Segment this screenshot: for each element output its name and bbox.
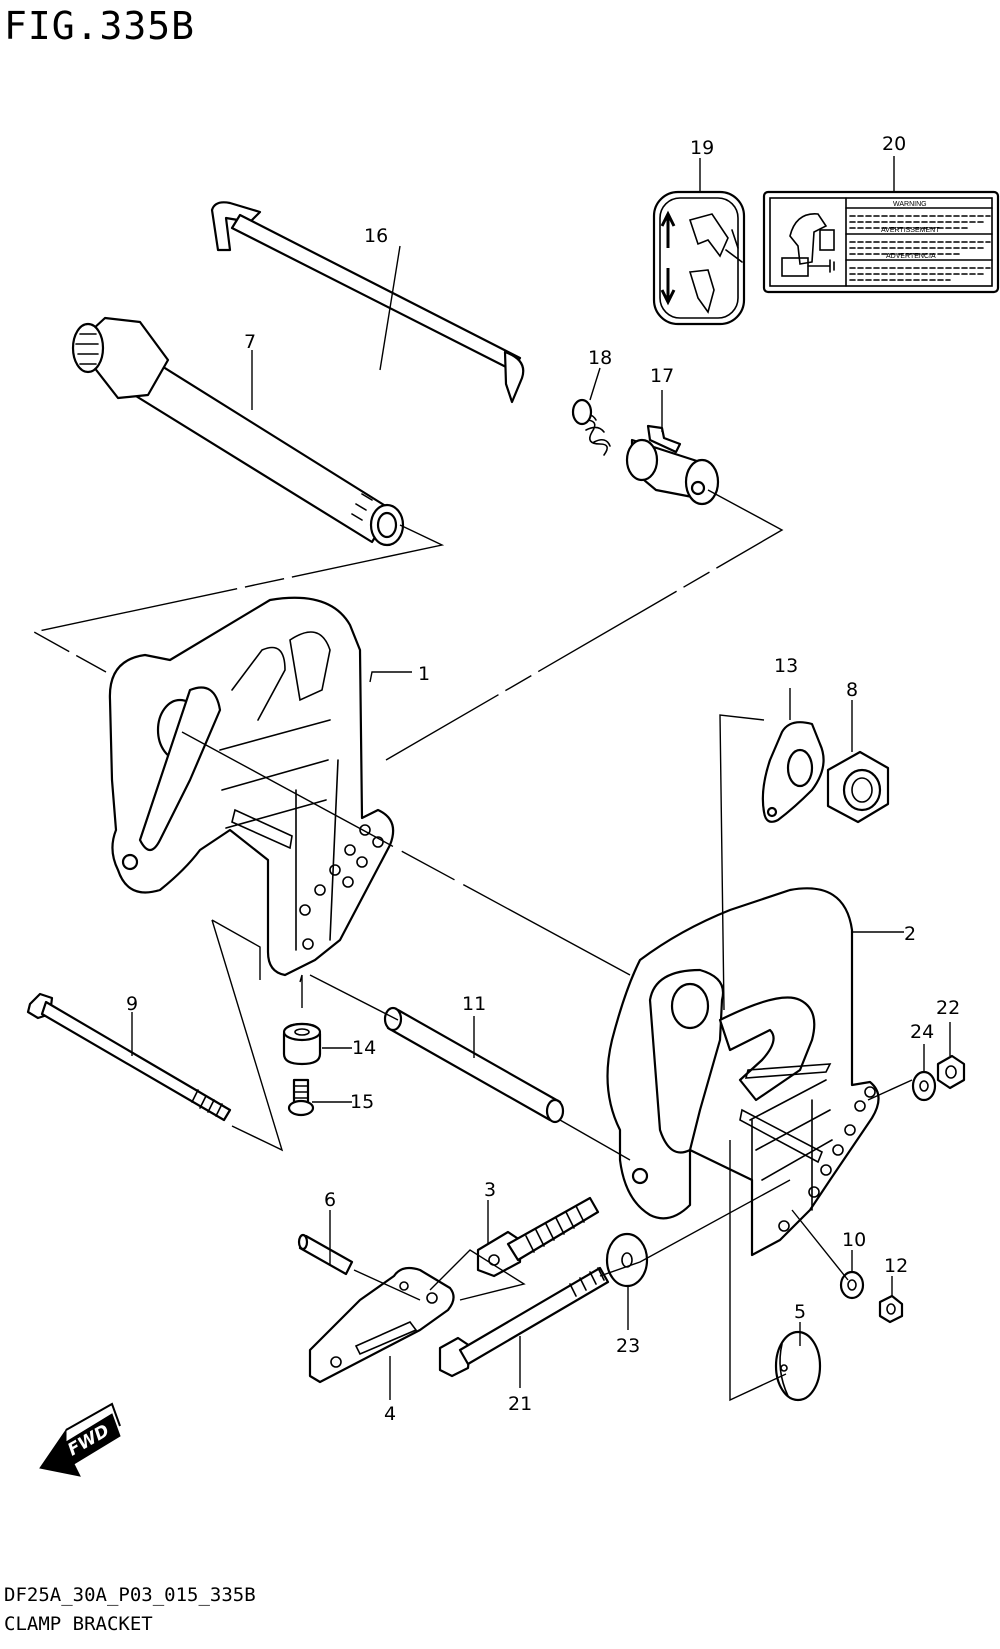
callout-24: 24 <box>910 1021 934 1043</box>
part-5-cap <box>774 1330 822 1402</box>
callout-2: 2 <box>904 923 916 945</box>
part-18-spring <box>571 398 611 456</box>
callout-11: 11 <box>462 993 486 1015</box>
part-7-tilt-tube <box>71 316 405 547</box>
part-3-adjust-rod <box>476 1196 600 1278</box>
callout-numbers: 19 20 16 7 18 17 1 13 8 2 9 11 22 24 14 … <box>126 133 960 1425</box>
part-19-tilt-lock-label <box>652 190 746 326</box>
callout-19: 19 <box>690 137 714 159</box>
callout-17: 17 <box>650 365 674 387</box>
callout-12: 12 <box>884 1255 908 1277</box>
assembly-lines <box>32 489 913 1402</box>
part-24-washer <box>911 1070 937 1102</box>
callout-15: 15 <box>350 1091 374 1113</box>
callout-1: 1 <box>418 663 430 685</box>
callout-22: 22 <box>936 997 960 1019</box>
callout-20: 20 <box>882 133 906 155</box>
part-15-screw <box>287 1078 315 1117</box>
callout-16: 16 <box>364 225 388 247</box>
drawing-name: CLAMP BRACKET <box>4 1613 153 1635</box>
part-8-lock-nut <box>826 750 890 824</box>
part-1-clamp-bracket-left <box>108 596 395 977</box>
part-21-bolt <box>438 1266 610 1378</box>
callout-21: 21 <box>508 1393 532 1415</box>
callout-13: 13 <box>774 655 798 677</box>
part-9-long-bolt <box>26 992 232 1122</box>
callout-leaders <box>131 156 951 1400</box>
part-4-lever <box>308 1266 455 1384</box>
callout-3: 3 <box>484 1179 496 1201</box>
callout-10: 10 <box>842 1229 866 1251</box>
part-14-bushing <box>282 1022 322 1066</box>
part-13-gasket <box>761 721 825 823</box>
callout-9: 9 <box>126 993 138 1015</box>
callout-23: 23 <box>616 1335 640 1357</box>
figure-title: FIG.335B <box>4 4 196 48</box>
label-20-advertencia-text: ADVERTENCIA <box>886 253 936 260</box>
fwd-arrow-icon: FWD <box>39 1402 121 1477</box>
callout-4: 4 <box>384 1403 396 1425</box>
part-17-lock-sleeve <box>625 424 720 506</box>
part-12-nut <box>878 1294 904 1324</box>
callout-5: 5 <box>794 1301 806 1323</box>
part-20-warning-label: WARNING AVERTISSEMENT ADVERTENCIA <box>762 190 1000 294</box>
part-11-shaft <box>383 1006 565 1124</box>
label-20-avertissement-text: AVERTISSEMENT <box>881 227 940 234</box>
part-16-pin-rod <box>210 201 525 404</box>
part-23-washer <box>605 1232 649 1288</box>
callout-6: 6 <box>324 1189 336 1211</box>
callout-8: 8 <box>846 679 858 701</box>
part-22-nut <box>936 1054 966 1090</box>
drawing-code: DF25A_30A_P03_015_335B <box>4 1584 256 1606</box>
callout-7: 7 <box>244 331 256 353</box>
part-6-pin <box>297 1233 354 1276</box>
label-20-warning-text: WARNING <box>893 201 927 208</box>
part-2-clamp-bracket-right <box>606 887 880 1257</box>
callout-14: 14 <box>352 1037 376 1059</box>
callout-18: 18 <box>588 347 612 369</box>
